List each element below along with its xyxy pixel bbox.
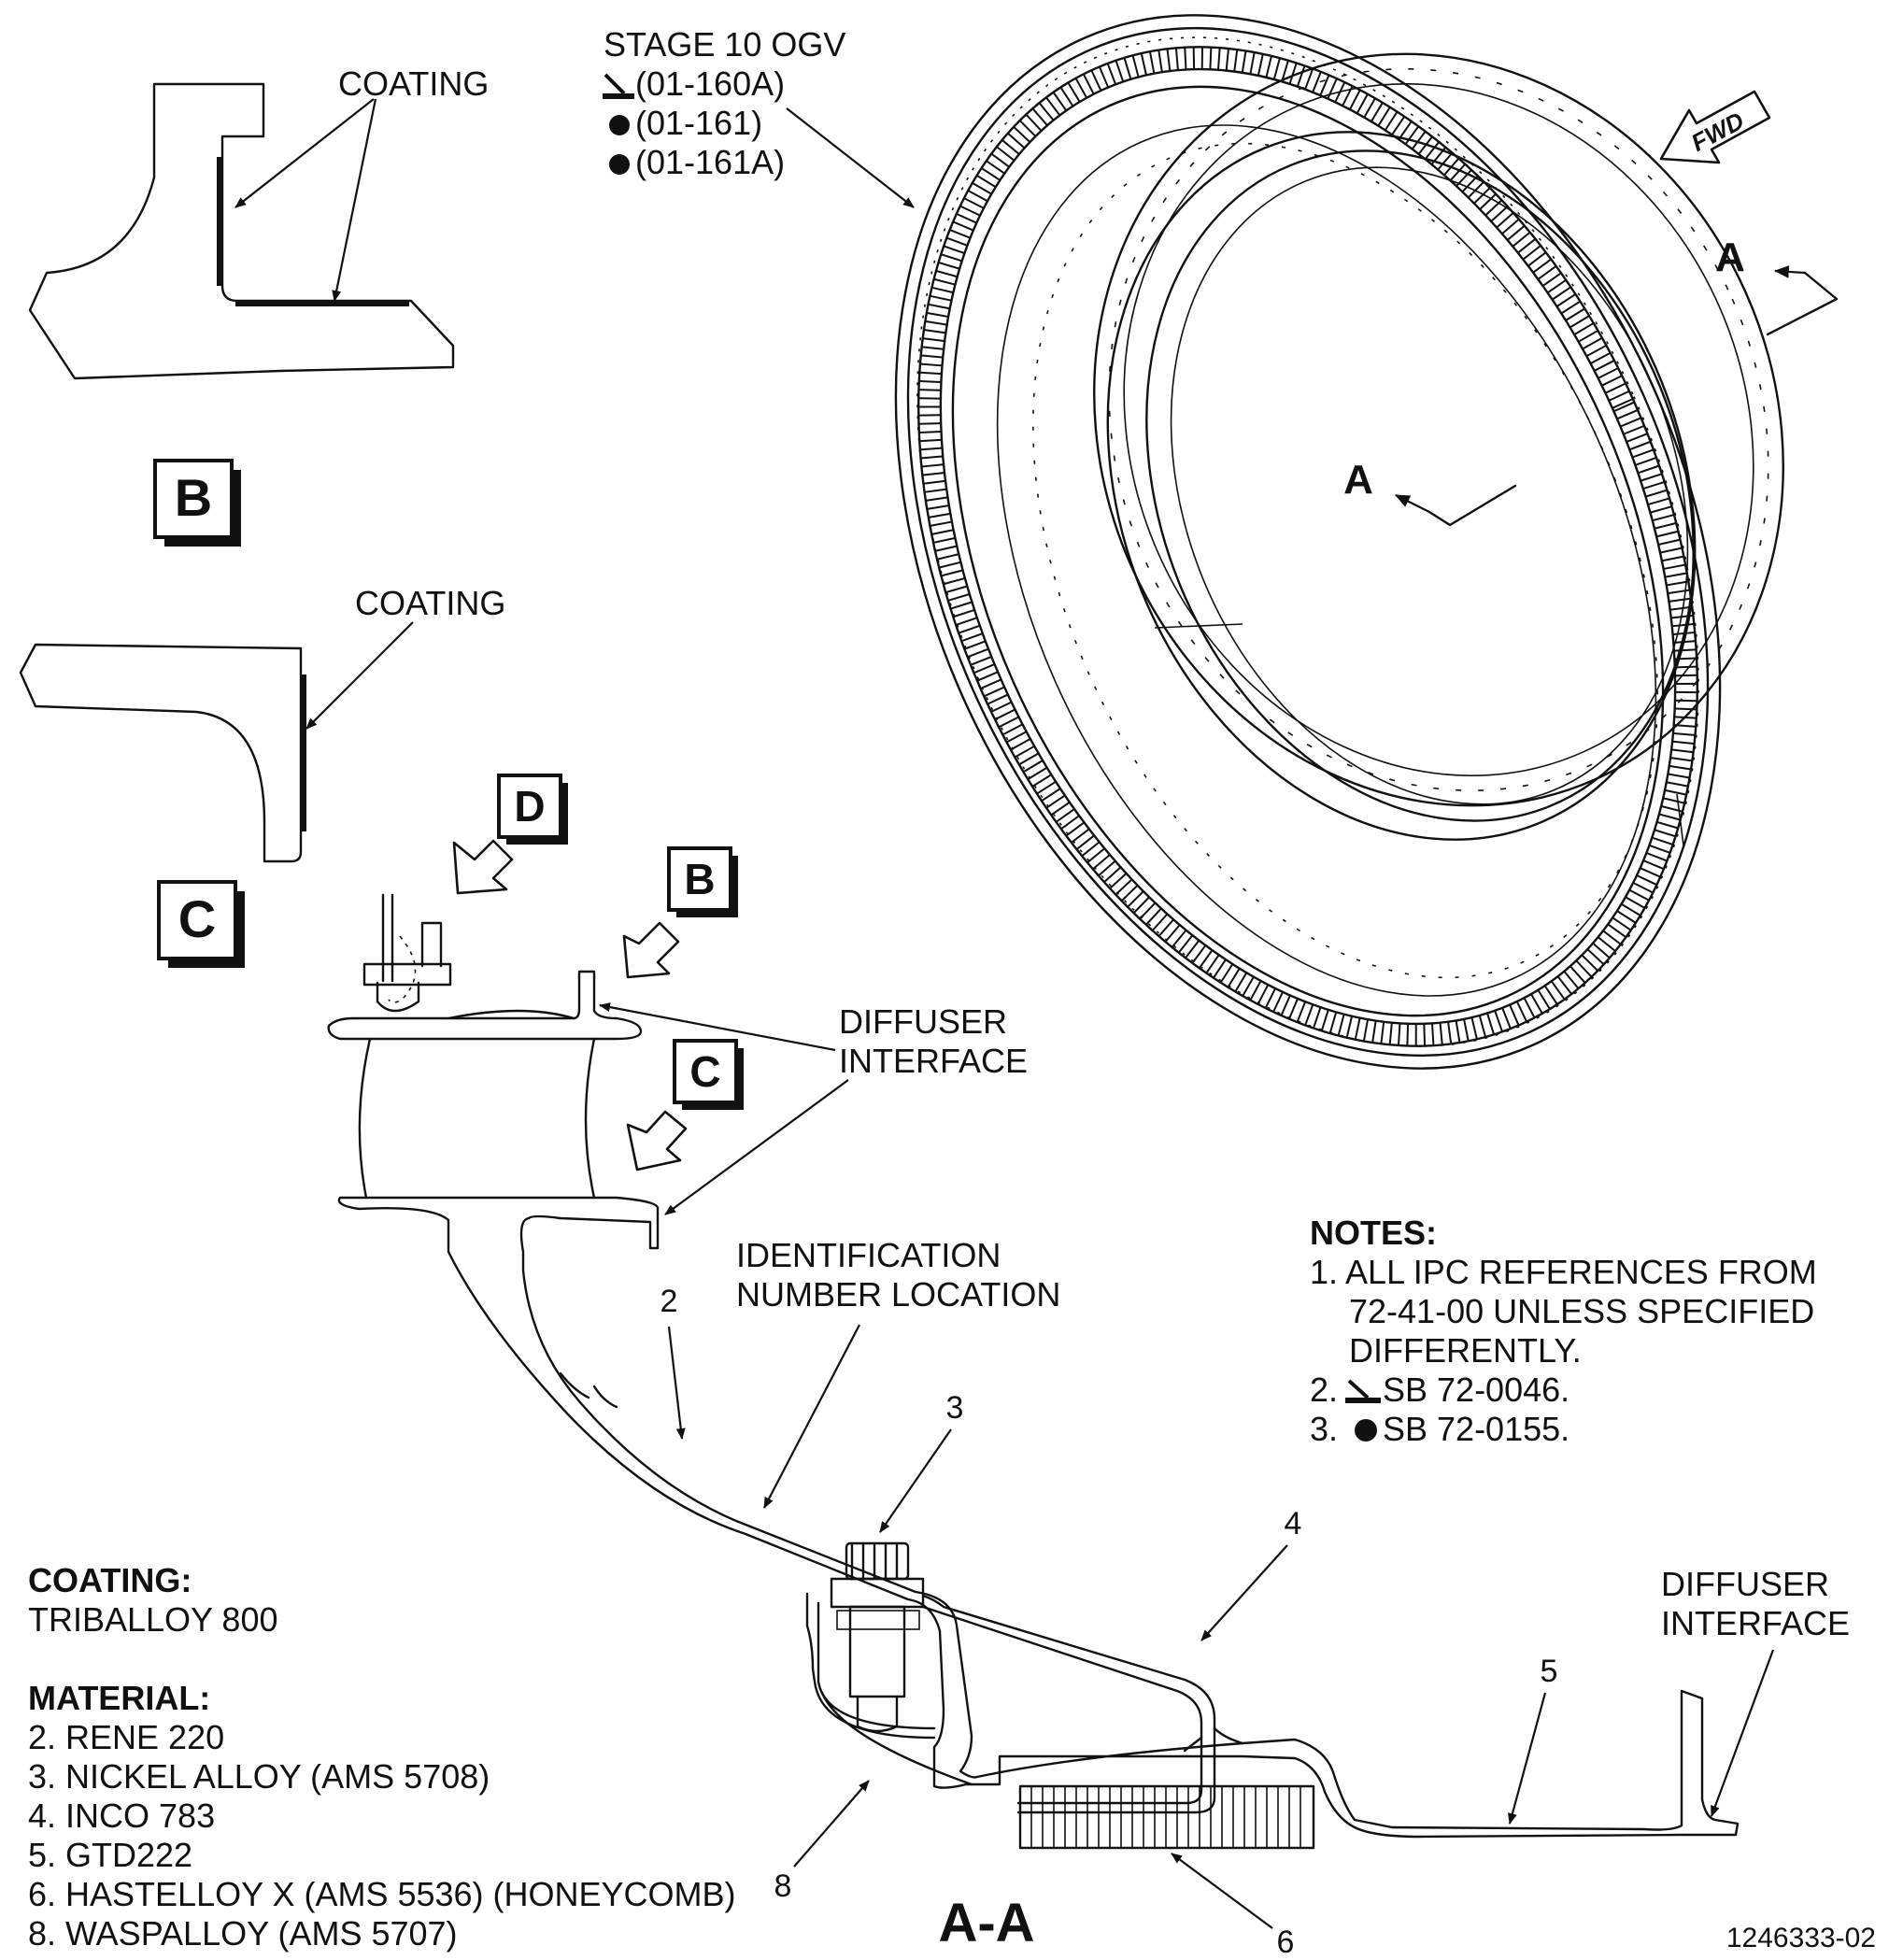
material-item: 5. GTD222 — [28, 1836, 192, 1874]
view-c-ref-box: C — [673, 1039, 744, 1110]
leader-line — [763, 1324, 860, 1509]
leader-line — [1508, 1692, 1547, 1825]
ogv-ring-isometric — [894, 14, 1784, 1070]
diffuser-interface-lower-line1: DIFFUSER — [1661, 1565, 1829, 1603]
detail-c-profile — [19, 643, 306, 863]
view-c-box: C — [157, 880, 245, 968]
coating-heading: COATING: — [28, 1561, 192, 1599]
id-location-line2: NUMBER LOCATION — [736, 1275, 1060, 1314]
detail-b-profile — [28, 82, 455, 380]
material-item: 2. RENE 220 — [28, 1718, 224, 1756]
section-marker-a-upper: A — [1715, 234, 1745, 280]
view-c-ref-letter: C — [689, 1047, 720, 1096]
material-item: 8. WASPALLOY (AMS 5707) — [28, 1914, 458, 1953]
note-3-prefix: 3. — [1310, 1410, 1338, 1448]
view-b-arrow — [622, 921, 680, 979]
item-number-4: 4 — [1285, 1506, 1302, 1541]
id-location-line1: IDENTIFICATION — [736, 1236, 1001, 1274]
note-1-line2: 72-41-00 UNLESS SPECIFIED — [1349, 1292, 1814, 1330]
sb-dot-symbol — [609, 154, 630, 175]
view-b-ref-letter: B — [684, 855, 715, 903]
view-b-ref-box: B — [667, 846, 738, 917]
leader-line — [786, 107, 915, 208]
note-1-line1: 1. ALL IPC REFERENCES FROM — [1310, 1253, 1817, 1291]
note-1-line3: DIFFERENTLY. — [1349, 1331, 1582, 1370]
diffuser-interface-upper-line2: INTERFACE — [839, 1042, 1028, 1080]
leader-line — [879, 1428, 952, 1533]
view-c-letter: C — [178, 889, 216, 948]
section-arrow-a-upper-head — [1773, 265, 1806, 278]
honeycomb-seal — [1018, 1784, 1315, 1850]
item-number-6: 6 — [1277, 1924, 1295, 1960]
callout-ref-161a: (01-161A) — [635, 143, 785, 181]
section-aa-profile — [327, 893, 1740, 1850]
material-item: 4. INCO 783 — [28, 1797, 215, 1835]
view-c-arrow — [626, 1110, 688, 1172]
fwd-arrow: FWD — [1659, 90, 1771, 164]
detail-c-coating-label: COATING — [355, 584, 505, 622]
callout-ref-161: (01-161) — [635, 104, 762, 142]
note-2-text: SB 72-0046. — [1383, 1371, 1569, 1409]
stage-10-ogv-label: STAGE 10 OGV — [604, 25, 845, 64]
view-b-box: B — [153, 459, 241, 547]
callout-ref-160a: (01-160A) — [635, 64, 785, 103]
leader-line — [1710, 1649, 1775, 1817]
leader-line — [305, 621, 414, 730]
section-arrow-a-lower — [1427, 484, 1517, 527]
leader-line — [664, 1079, 849, 1215]
note-2-prefix: 2. — [1310, 1371, 1338, 1409]
material-heading: MATERIAL: — [28, 1679, 210, 1717]
section-marker-a-lower: A — [1343, 457, 1373, 503]
material-item: 3. NICKEL ALLOY (AMS 5708) — [28, 1757, 490, 1796]
section-arrow-a-lower-head — [1394, 494, 1430, 513]
leader-line — [1171, 1853, 1273, 1929]
leader-line — [1200, 1544, 1288, 1641]
detail-b-coating-label: COATING — [338, 64, 489, 103]
leader-line — [234, 98, 375, 208]
item-number-8: 8 — [774, 1868, 792, 1904]
coating-value: TRIBALLOY 800 — [28, 1600, 278, 1639]
drawing-number: 1246333-02 — [1726, 1923, 1876, 1953]
material-item: 6. HASTELLOY X (AMS 5536) (HONEYCOMB) — [28, 1875, 736, 1913]
leader-line — [332, 98, 377, 302]
leader-line — [667, 1326, 686, 1440]
item-number-3: 3 — [946, 1390, 964, 1426]
view-d-box: D — [497, 774, 568, 845]
diffuser-interface-upper-line1: DIFFUSER — [839, 1002, 1007, 1041]
section-arrow-a-upper — [1766, 271, 1839, 336]
view-d-arrow — [452, 839, 514, 895]
leader-line — [599, 1002, 836, 1052]
sb-dot-symbol — [1355, 1419, 1377, 1442]
notes-heading: NOTES: — [1310, 1214, 1437, 1252]
view-d-letter: D — [514, 782, 545, 831]
leader-line — [793, 1780, 870, 1868]
section-title: A-A — [938, 1893, 1034, 1953]
sb-dot-symbol — [609, 115, 630, 135]
diffuser-interface-lower-line2: INTERFACE — [1661, 1604, 1850, 1642]
sb-check-symbol — [1345, 1379, 1381, 1403]
item-number-5: 5 — [1541, 1654, 1558, 1689]
item-number-2: 2 — [660, 1284, 678, 1319]
note-3-text: SB 72-0155. — [1383, 1410, 1569, 1448]
sb-check-symbol — [603, 73, 634, 99]
view-b-letter: B — [175, 468, 212, 527]
